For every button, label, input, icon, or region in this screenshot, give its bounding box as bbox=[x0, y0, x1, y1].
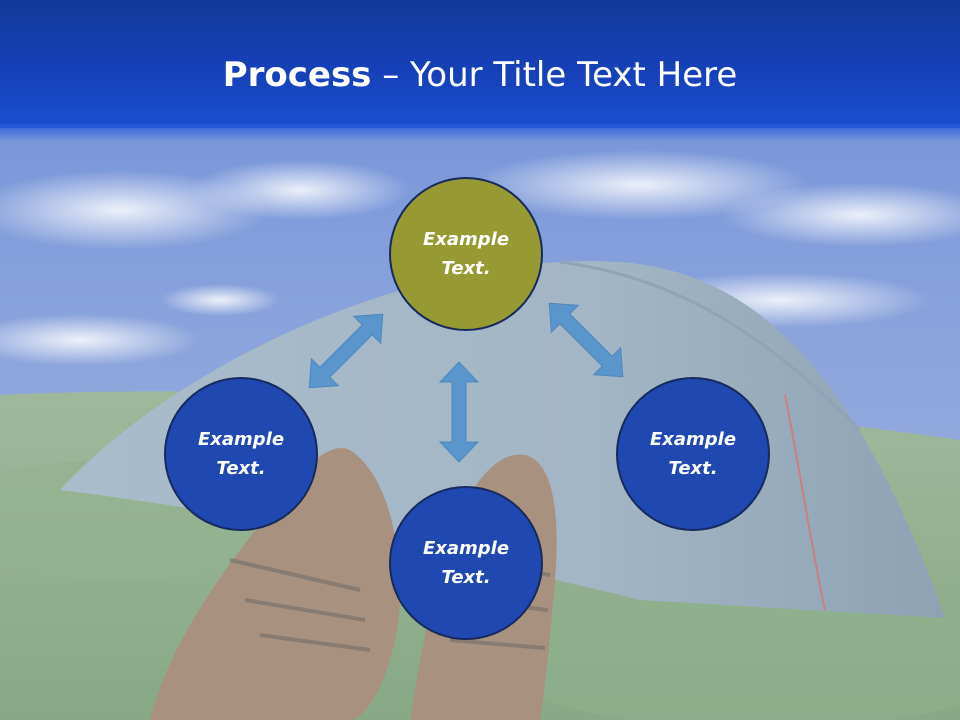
node-text-line1: Example bbox=[422, 229, 510, 250]
slide-title-bold: Process bbox=[222, 55, 372, 95]
double-arrow-vertical bbox=[438, 361, 480, 463]
node-text-line2: Text. bbox=[441, 258, 491, 279]
node-text-line2: Text. bbox=[216, 458, 266, 479]
node-text-line1: Example bbox=[197, 429, 285, 450]
node-text-line1: Example bbox=[422, 538, 510, 559]
node-text-line2: Text. bbox=[441, 567, 491, 588]
slide-title-rest: – Your Title Text Here bbox=[371, 55, 738, 95]
node-text-line2: Text. bbox=[668, 458, 718, 479]
title-bar-fade bbox=[0, 124, 960, 142]
slide-title: Process – Your Title Text Here bbox=[0, 52, 960, 98]
title-bar bbox=[0, 0, 960, 128]
double-arrow-top-right bbox=[548, 302, 624, 378]
node-text-line1: Example bbox=[649, 429, 737, 450]
double-arrow-top-left bbox=[308, 313, 384, 389]
